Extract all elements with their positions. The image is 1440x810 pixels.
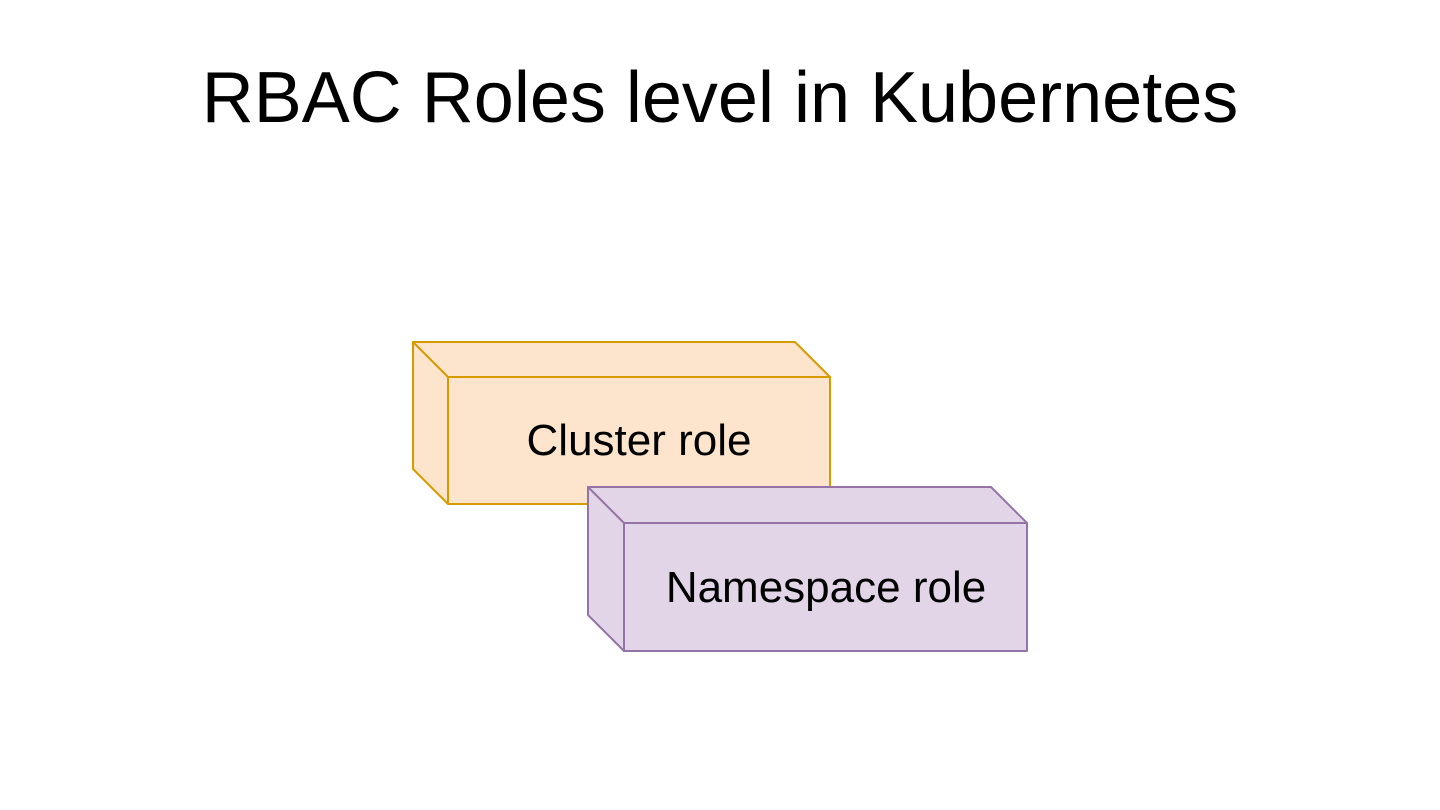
page-title: RBAC Roles level in Kubernetes	[201, 58, 1239, 138]
namespace-role-cube	[587, 486, 1028, 652]
rbac-roles-diagram	[412, 341, 1028, 652]
cluster-role-label: Cluster role	[526, 415, 752, 465]
namespace-role-cube-edges	[587, 486, 1028, 652]
cluster-role-cube-edges	[412, 341, 831, 505]
namespace-role-label: Namespace role	[665, 562, 987, 612]
namespace-role-cube-body	[587, 486, 1028, 652]
